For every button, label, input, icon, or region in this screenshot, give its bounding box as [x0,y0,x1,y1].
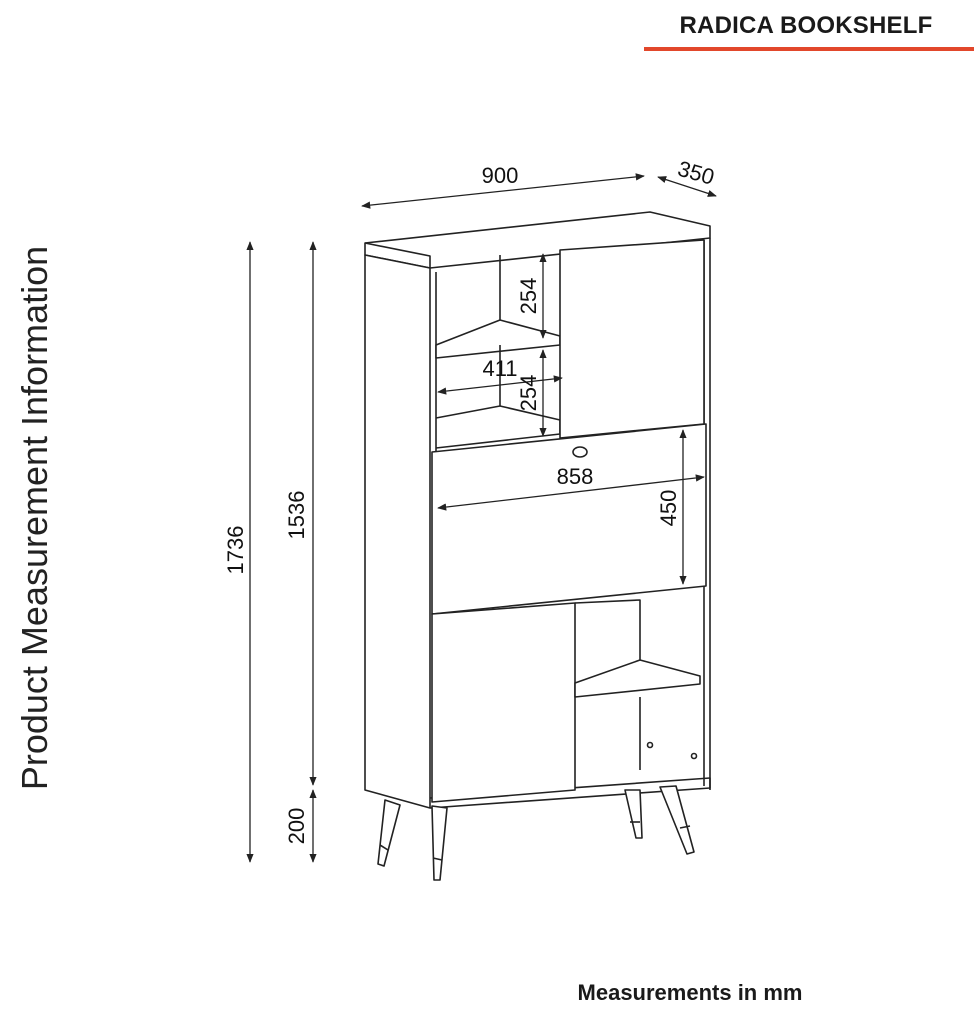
dim-line-shelf-width [437,375,563,395]
lower-shelf [574,659,701,698]
leg-front-right [624,789,643,839]
upper-shelf-1 [435,319,561,359]
flap-knob [572,446,588,458]
dim-flap-width: 858 [557,464,594,489]
dim-shelf-top-height: 254 [516,278,541,315]
side-panel [364,254,431,809]
leg-back-right [659,785,695,855]
leg-back-left [431,805,448,881]
lower-door [431,602,576,803]
dim-line-depth [657,176,717,197]
dim-body-height: 1536 [284,491,309,540]
dim-shelf-width: 411 [482,356,517,381]
units-note: Measurements in mm [577,980,803,1005]
leg-front-left [377,799,401,867]
upper-door [559,239,705,439]
dim-line-width [361,173,645,209]
dim-shelf-bottom-height: 254 [516,375,541,412]
title-underline [644,47,974,51]
dim-flap-height: 450 [656,490,681,527]
dim-width: 900 [482,163,519,188]
dim-total-height: 1736 [223,526,248,575]
page-title: RADICA BOOKSHELF [679,12,933,39]
dim-line-flap-width [437,474,705,511]
dim-leg-height: 200 [284,808,309,845]
drop-flap [431,423,707,615]
